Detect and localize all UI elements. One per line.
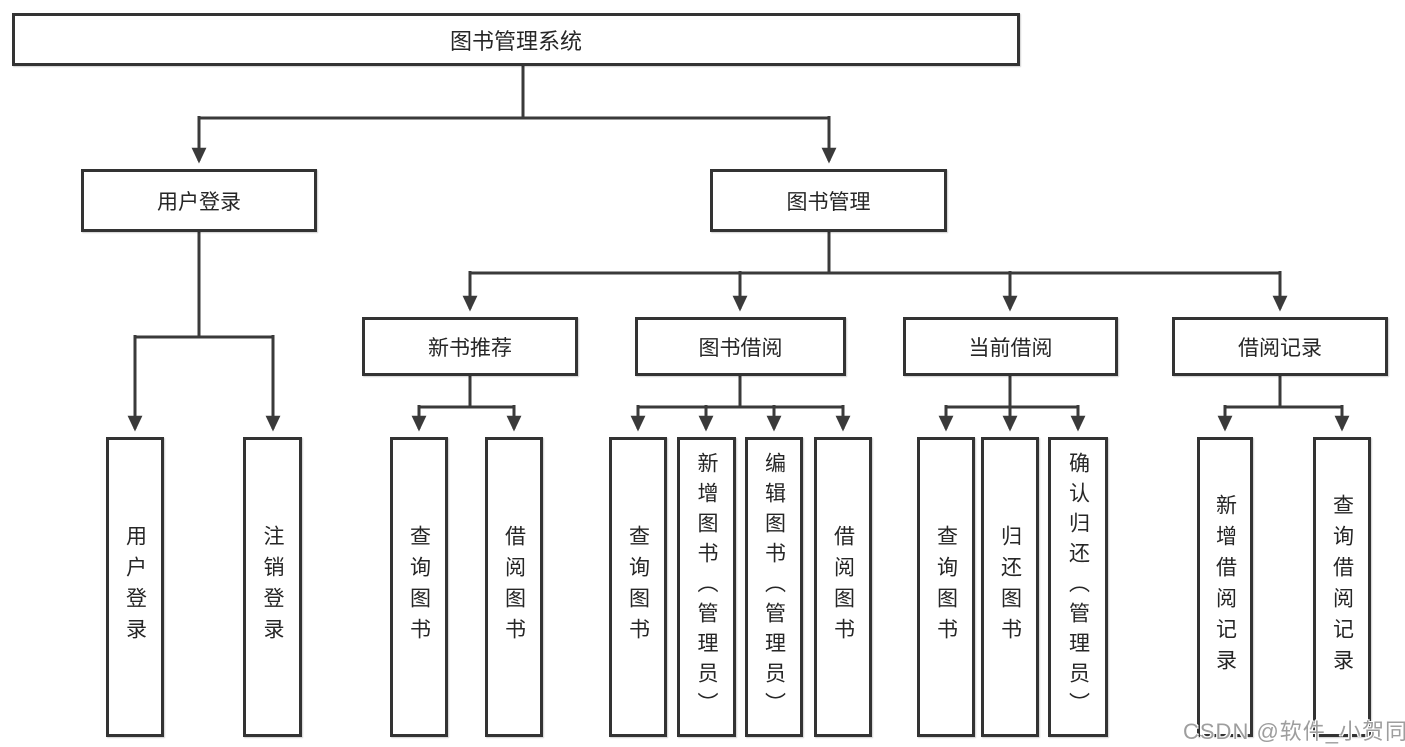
node-new-book-recommendation: 新书推荐 (362, 317, 578, 376)
leaf-logout: 注销登录 (243, 437, 302, 737)
node-book-management: 图书管理 (710, 169, 947, 232)
leaf-query-borrow-record: 查询借阅记录 (1313, 437, 1371, 737)
leaf-confirm-return-admin: 确认归还（管理员） (1048, 437, 1108, 737)
node-root: 图书管理系统 (12, 13, 1020, 66)
node-current-borrowing: 当前借阅 (903, 317, 1118, 376)
node-user-login-group: 用户登录 (81, 169, 317, 232)
node-book-borrowing: 图书借阅 (635, 317, 846, 376)
watermark-text: CSDN @软件_小贺同学 (1183, 719, 1405, 744)
leaf-query-books-current: 查询图书 (917, 437, 975, 737)
leaf-query-books-borrowing: 查询图书 (609, 437, 667, 737)
node-borrowing-records: 借阅记录 (1172, 317, 1388, 376)
leaf-borrow-books-recommend: 借阅图书 (485, 437, 543, 737)
leaf-borrow-books-borrowing: 借阅图书 (814, 437, 872, 737)
leaf-return-books: 归还图书 (981, 437, 1039, 737)
leaf-query-books-recommend: 查询图书 (390, 437, 448, 737)
leaf-edit-book-admin: 编辑图书（管理员） (745, 437, 803, 737)
leaf-add-book-admin: 新增图书（管理员） (677, 437, 736, 737)
leaf-add-borrow-record: 新增借阅记录 (1197, 437, 1253, 737)
leaf-user-login: 用户登录 (106, 437, 164, 737)
